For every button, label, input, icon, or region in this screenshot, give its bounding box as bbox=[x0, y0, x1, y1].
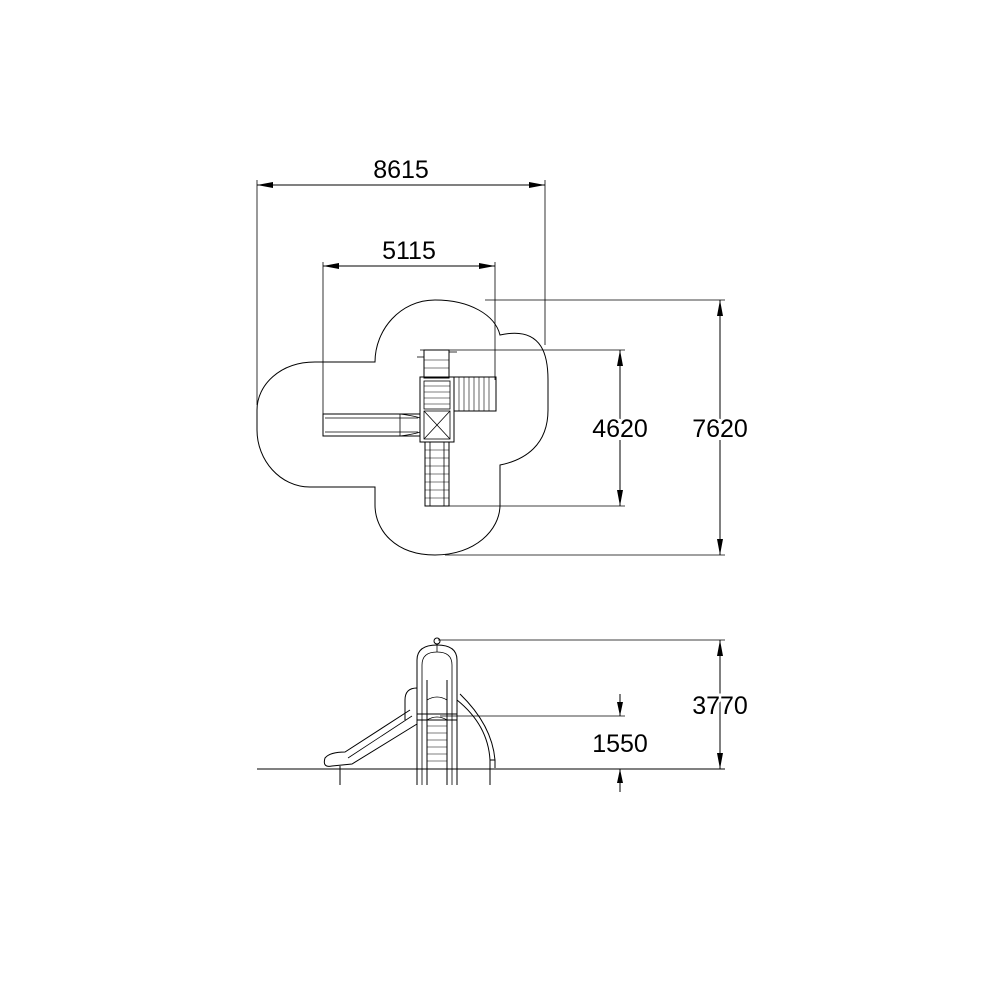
slide-elevation bbox=[323, 709, 418, 785]
structure-elevation bbox=[323, 637, 496, 785]
top-ladder-plan bbox=[423, 349, 450, 379]
slide-plan bbox=[322, 413, 421, 437]
dim-label-8615: 8615 bbox=[373, 156, 429, 184]
right-climber-elevation bbox=[456, 693, 496, 785]
dim-label-5115: 5115 bbox=[382, 237, 436, 265]
dimension-platform-height: 1550 bbox=[440, 694, 648, 792]
dimension-inner-width: 5115 bbox=[322, 237, 496, 415]
dimension-overall-depth: 7620 bbox=[445, 299, 751, 556]
dim-label-7620: 7620 bbox=[692, 415, 748, 443]
dim-label-3770: 3770 bbox=[692, 692, 748, 720]
right-bridge-plan bbox=[453, 376, 497, 412]
plan-view: 8615 5115 4620 7620 bbox=[256, 156, 751, 556]
platform-plan bbox=[419, 376, 455, 443]
dim-label-1550: 1550 bbox=[592, 730, 648, 758]
safety-zone-outline bbox=[256, 299, 549, 556]
climber-plan bbox=[424, 441, 450, 507]
dimension-overall-width: 8615 bbox=[256, 156, 546, 405]
dimension-inner-depth: 4620 bbox=[420, 349, 651, 507]
dim-label-4620: 4620 bbox=[592, 415, 648, 443]
dimension-total-height: 3770 bbox=[438, 639, 751, 769]
side-view: 3770 1550 bbox=[257, 637, 751, 792]
structure-plan bbox=[322, 349, 497, 507]
